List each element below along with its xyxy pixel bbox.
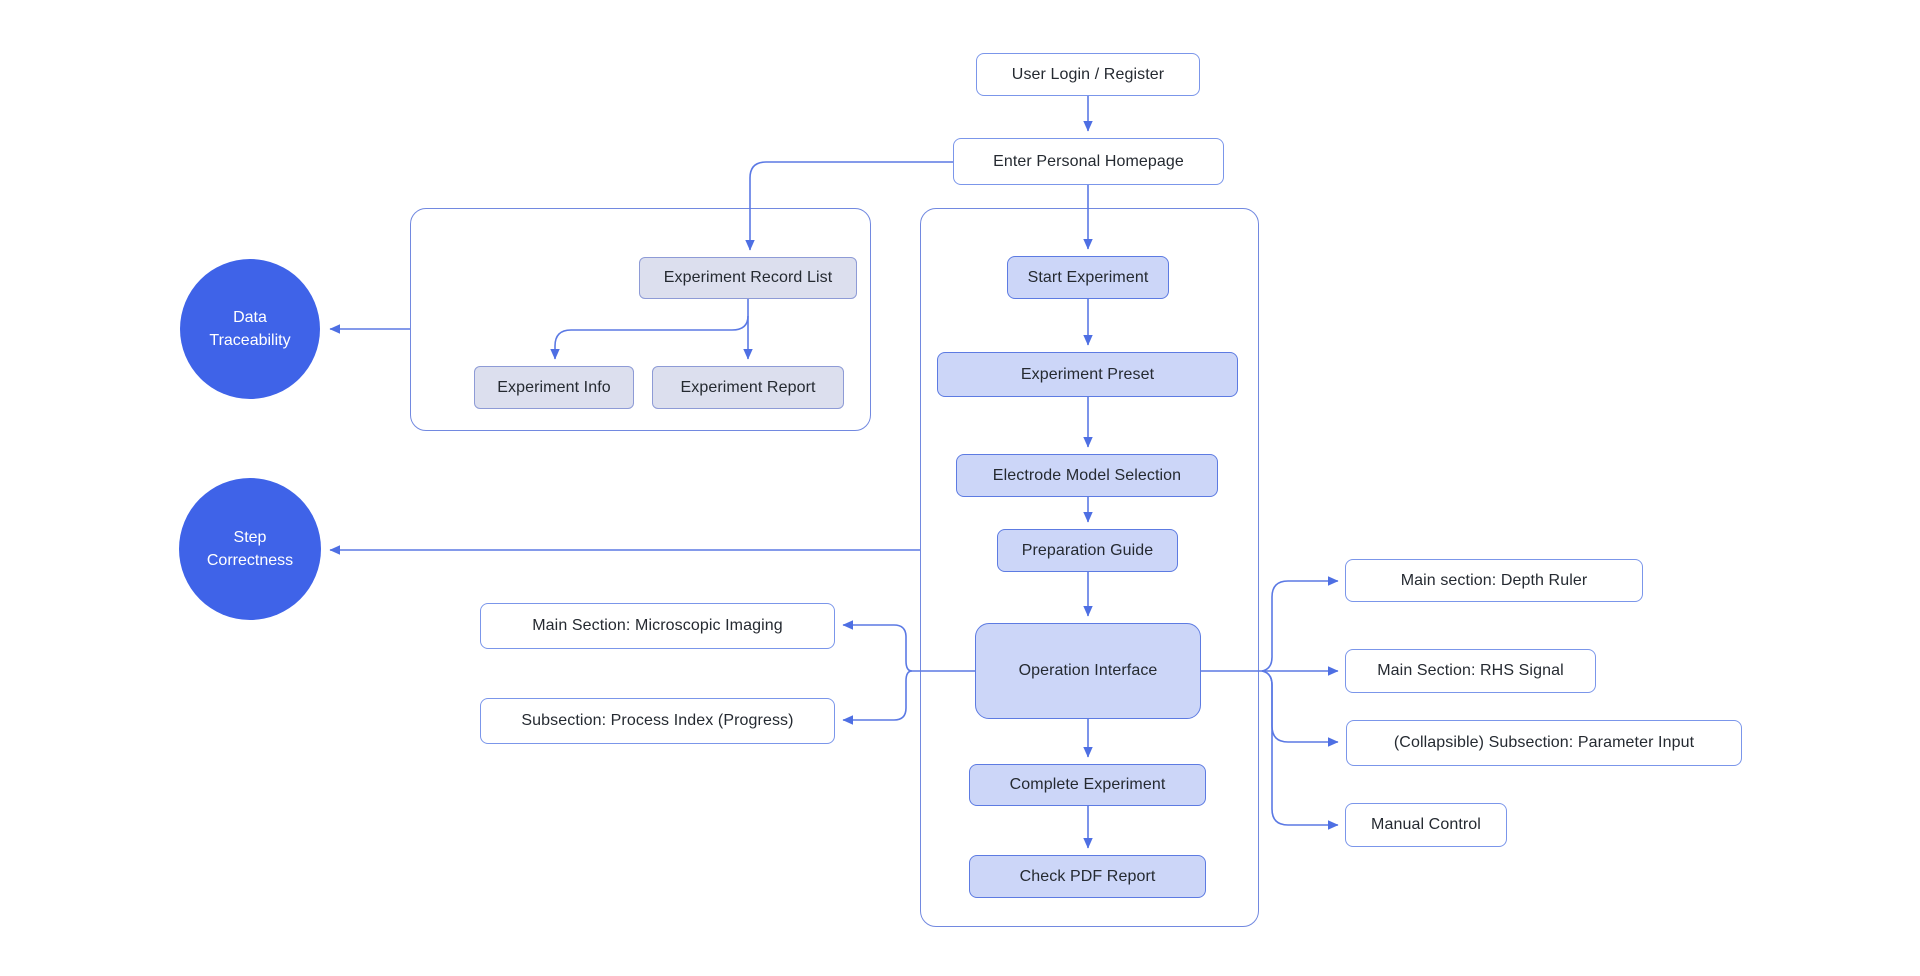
node-rhs-signal[interactable]: Main Section: RHS Signal: [1345, 649, 1596, 693]
node-rhs-signal-label: Main Section: RHS Signal: [1377, 662, 1564, 679]
node-manual-control[interactable]: Manual Control: [1345, 803, 1507, 847]
node-experiment-preset[interactable]: Experiment Preset: [937, 352, 1238, 397]
node-depth-ruler[interactable]: Main section: Depth Ruler: [1345, 559, 1643, 602]
node-operation-interface[interactable]: Operation Interface: [975, 623, 1201, 719]
node-parameter-input[interactable]: (Collapsible) Subsection: Parameter Inpu…: [1346, 720, 1742, 766]
node-microscopic-imaging[interactable]: Main Section: Microscopic Imaging: [480, 603, 835, 649]
node-microscopic-imaging-label: Main Section: Microscopic Imaging: [532, 617, 783, 634]
node-process-index-label: Subsection: Process Index (Progress): [521, 712, 794, 729]
node-user-login-label: User Login / Register: [1011, 65, 1165, 83]
node-process-index[interactable]: Subsection: Process Index (Progress): [480, 698, 835, 744]
node-manual-control-label: Manual Control: [1371, 816, 1481, 833]
node-experiment-preset-label: Experiment Preset: [1020, 365, 1155, 383]
node-start-experiment-label: Start Experiment: [1027, 268, 1149, 286]
node-enter-personal-homepage[interactable]: Enter Personal Homepage: [953, 138, 1224, 185]
node-preparation-guide[interactable]: Preparation Guide: [997, 529, 1178, 572]
node-depth-ruler-label: Main section: Depth Ruler: [1400, 571, 1588, 589]
experiment-record-group[interactable]: [410, 208, 871, 431]
node-user-login[interactable]: User Login / Register: [976, 53, 1200, 96]
node-enter-personal-homepage-label: Enter Personal Homepage: [993, 152, 1184, 170]
node-data-traceability-label: Data Traceability: [209, 308, 291, 349]
node-experiment-info[interactable]: Experiment Info: [474, 366, 634, 409]
node-parameter-input-label: (Collapsible) Subsection: Parameter Inpu…: [1393, 734, 1695, 751]
node-start-experiment[interactable]: Start Experiment: [1007, 256, 1169, 299]
node-step-correctness[interactable]: Step Correctness: [179, 478, 321, 620]
node-preparation-guide-label: Preparation Guide: [1021, 541, 1154, 559]
node-experiment-info-label: Experiment Info: [497, 378, 611, 396]
node-electrode-model-selection-label: Electrode Model Selection: [992, 466, 1182, 484]
node-experiment-report[interactable]: Experiment Report: [652, 366, 844, 409]
node-experiment-record-list[interactable]: Experiment Record List: [639, 257, 857, 299]
node-check-pdf-report[interactable]: Check PDF Report: [969, 855, 1206, 898]
node-check-pdf-report-label: Check PDF Report: [1019, 867, 1156, 885]
node-complete-experiment[interactable]: Complete Experiment: [969, 764, 1206, 806]
experiment-flow-group[interactable]: [920, 208, 1259, 927]
node-electrode-model-selection[interactable]: Electrode Model Selection: [956, 454, 1218, 497]
node-experiment-record-list-label: Experiment Record List: [663, 269, 833, 286]
node-operation-interface-label: Operation Interface: [1018, 662, 1158, 679]
node-step-correctness-label: Step Correctness: [206, 528, 294, 569]
node-data-traceability[interactable]: Data Traceability: [180, 259, 320, 399]
node-experiment-report-label: Experiment Report: [680, 378, 816, 396]
node-complete-experiment-label: Complete Experiment: [1009, 776, 1166, 793]
